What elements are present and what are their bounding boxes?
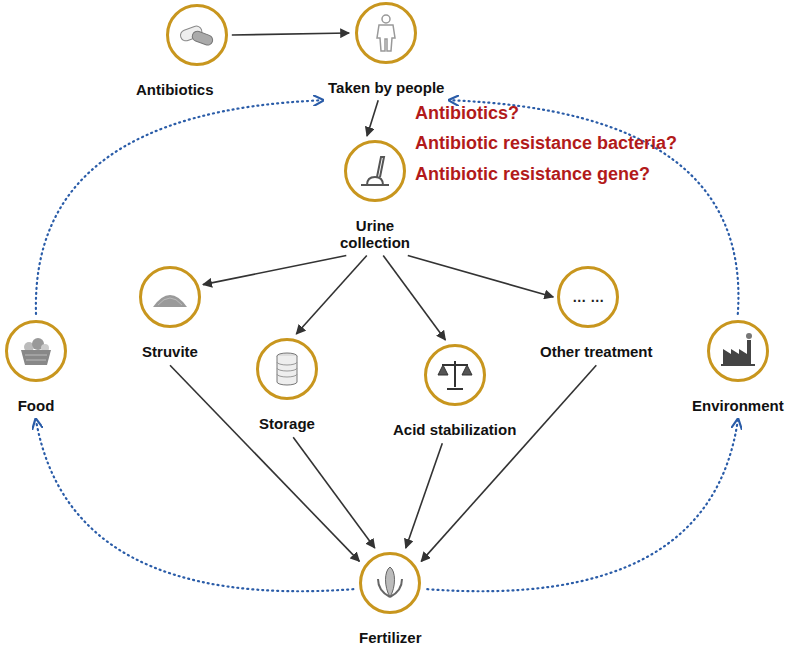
icon-circle bbox=[166, 4, 228, 66]
node-label: Antibiotics bbox=[136, 81, 214, 98]
flow-arrow bbox=[203, 256, 346, 285]
icon-circle bbox=[5, 320, 67, 382]
node-label: Environment bbox=[692, 397, 784, 414]
food-node: Food bbox=[5, 320, 67, 414]
flow-arrow bbox=[170, 365, 359, 561]
fertilizer-node: Fertilizer bbox=[359, 552, 422, 646]
icon-circle bbox=[359, 552, 421, 614]
flow-arrow bbox=[383, 256, 445, 341]
node-label: Struvite bbox=[142, 343, 198, 360]
icon-circle bbox=[707, 320, 769, 382]
question-label: Antibiotic resistance bacteria? bbox=[415, 133, 677, 154]
icon-circle bbox=[355, 2, 417, 64]
flow-arrow bbox=[408, 256, 554, 298]
node-icon bbox=[267, 349, 307, 389]
icon-circle bbox=[256, 338, 318, 400]
people-node: Taken by people bbox=[328, 2, 444, 96]
flow-arrow bbox=[406, 443, 443, 548]
question-label: Antibiotic resistance gene? bbox=[415, 164, 650, 185]
node-icon bbox=[435, 355, 475, 395]
node-icon bbox=[718, 331, 758, 371]
node-icon bbox=[370, 563, 410, 603]
node-icon bbox=[366, 13, 406, 53]
storage-node: Storage bbox=[256, 338, 318, 432]
acid-node: Acid stabilization bbox=[393, 344, 516, 438]
environment-node: Environment bbox=[692, 320, 784, 414]
icon-circle bbox=[424, 344, 486, 406]
icon-circle bbox=[344, 140, 406, 202]
node-icon bbox=[177, 15, 217, 55]
node-label: Urine collection bbox=[334, 217, 416, 252]
node-label: Acid stabilization bbox=[393, 421, 516, 438]
flow-arrow bbox=[296, 256, 367, 335]
node-icon bbox=[16, 331, 56, 371]
cycle-arrow bbox=[427, 420, 738, 591]
antibiotics-node: Antibiotics bbox=[136, 4, 214, 98]
node-label: Other treatment bbox=[540, 343, 653, 360]
node-icon bbox=[150, 277, 190, 317]
flow-arrow bbox=[232, 33, 349, 35]
treatment-node: … … Other treatment bbox=[540, 266, 653, 360]
question-label: Antibiotics? bbox=[415, 103, 519, 124]
urine-node: Urine collection bbox=[334, 140, 416, 252]
node-icon bbox=[355, 151, 395, 191]
icon-circle bbox=[139, 266, 201, 328]
icon-text: … … bbox=[572, 289, 604, 305]
cycle-arrow bbox=[36, 420, 353, 591]
flow-arrow bbox=[367, 100, 378, 136]
node-label: Storage bbox=[259, 415, 315, 432]
struvite-node: Struvite bbox=[139, 266, 201, 360]
node-label: Taken by people bbox=[328, 79, 444, 96]
icon-circle: … … bbox=[557, 266, 619, 328]
node-label: Fertilizer bbox=[359, 629, 422, 646]
flow-arrow bbox=[293, 437, 375, 548]
node-label: Food bbox=[18, 397, 55, 414]
